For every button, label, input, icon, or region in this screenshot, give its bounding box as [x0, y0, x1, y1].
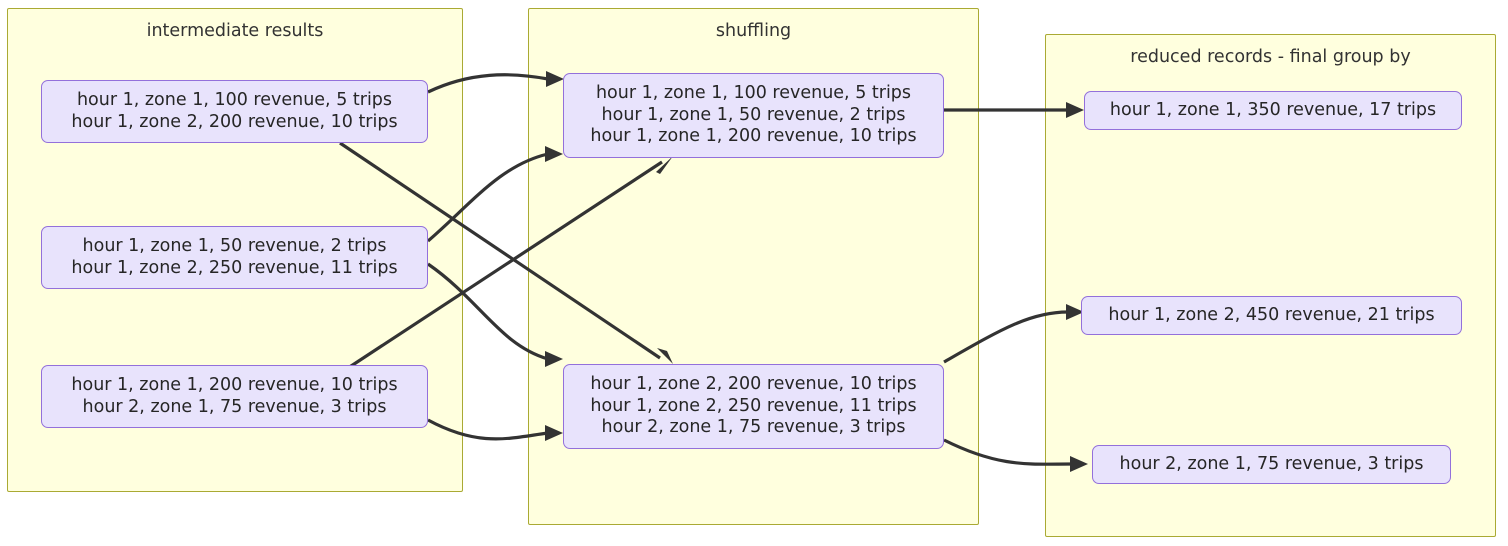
node-intermediate-1[interactable]: hour 1, zone 1, 100 revenue, 5 trips hou…: [41, 80, 428, 143]
node-shuffling-2[interactable]: hour 1, zone 2, 200 revenue, 10 trips ho…: [563, 364, 944, 449]
node-reduced-3[interactable]: hour 2, zone 1, 75 revenue, 3 trips: [1092, 445, 1451, 484]
cluster-shuffling-title: shuffling: [715, 21, 792, 41]
node-reduced-2[interactable]: hour 1, zone 2, 450 revenue, 21 trips: [1081, 296, 1462, 335]
node-shuffling-1-line-1: hour 1, zone 1, 100 revenue, 5 trips: [595, 83, 912, 104]
node-shuffling-2-line-2: hour 1, zone 2, 250 revenue, 11 trips: [590, 395, 917, 416]
node-intermediate-1-line-1: hour 1, zone 1, 100 revenue, 5 trips: [76, 90, 393, 110]
node-intermediate-1-line-2: hour 1, zone 2, 200 revenue, 10 trips: [71, 111, 398, 132]
node-reduced-3-line-1: hour 2, zone 1, 75 revenue, 3 trips: [1119, 453, 1424, 474]
node-reduced-1[interactable]: hour 1, zone 1, 350 revenue, 17 trips: [1084, 91, 1462, 130]
node-intermediate-3-line-1: hour 1, zone 1, 200 revenue, 10 trips: [71, 375, 398, 395]
node-intermediate-3[interactable]: hour 1, zone 1, 200 revenue, 10 trips ho…: [41, 365, 428, 428]
node-shuffling-1-line-3: hour 1, zone 1, 200 revenue, 10 trips: [590, 126, 917, 147]
node-shuffling-2-line-1: hour 1, zone 2, 200 revenue, 10 trips: [590, 374, 917, 395]
node-shuffling-1[interactable]: hour 1, zone 1, 100 revenue, 5 trips hou…: [563, 73, 944, 158]
node-reduced-1-line-1: hour 1, zone 1, 350 revenue, 17 trips: [1109, 99, 1437, 120]
node-intermediate-2[interactable]: hour 1, zone 1, 50 revenue, 2 trips hour…: [41, 226, 428, 289]
node-intermediate-2-line-2: hour 1, zone 2, 250 revenue, 11 trips: [71, 257, 398, 278]
cluster-intermediate-results-title: intermediate results: [146, 21, 324, 41]
cluster-reduced-records-title: reduced records - final group by: [1130, 47, 1411, 67]
node-intermediate-3-line-2: hour 2, zone 1, 75 revenue, 3 trips: [82, 396, 387, 417]
node-shuffling-1-line-2: hour 1, zone 1, 50 revenue, 2 trips: [601, 104, 906, 125]
node-reduced-2-line-1: hour 1, zone 2, 450 revenue, 21 trips: [1108, 304, 1435, 325]
node-intermediate-2-line-1: hour 1, zone 1, 50 revenue, 2 trips: [82, 236, 387, 256]
node-shuffling-2-line-3: hour 2, zone 1, 75 revenue, 3 trips: [601, 417, 906, 438]
